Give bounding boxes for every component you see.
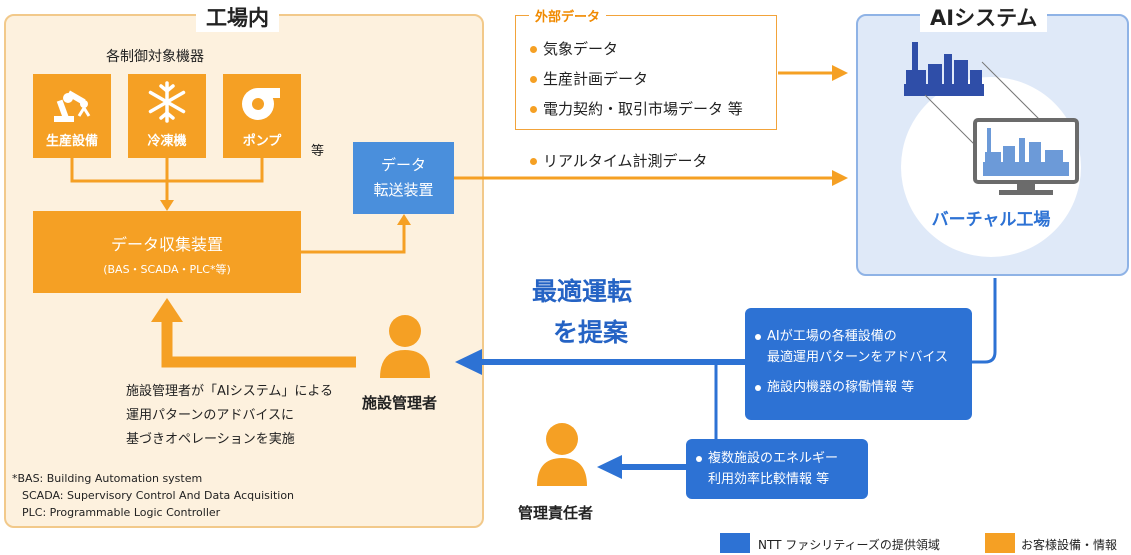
footnote: *BAS: Building Automation system SCADA: … bbox=[12, 472, 295, 519]
energy-line2: 利用効率比較情報 等 bbox=[708, 472, 830, 487]
equipment-label: 冷凍機 bbox=[147, 134, 187, 149]
factory-icon bbox=[904, 42, 984, 96]
facility-manager-label: 施設管理者 bbox=[362, 394, 438, 412]
legend-label-customer: お客様設備・情報 bbox=[1021, 538, 1118, 552]
data-collector-box: データ収集装置 (BAS・SCADA・PLC*等) bbox=[33, 211, 301, 293]
external-item: 生産計画データ bbox=[530, 68, 648, 89]
external-data-title: 外部データ bbox=[529, 6, 607, 25]
equipment-heading: 各制御対象機器 bbox=[106, 49, 204, 65]
equipment-label: 生産設備 bbox=[45, 134, 98, 149]
advice-item1-cont: 最適運用パターンをアドバイス bbox=[767, 350, 948, 365]
equipment-box-refrigerator: 冷凍機 bbox=[128, 74, 206, 158]
snowflake-icon bbox=[148, 81, 186, 123]
energy-info-box: 複数施設のエネルギー 利用効率比較情報 等 bbox=[686, 439, 868, 499]
data-collector-sub: (BAS・SCADA・PLC*等) bbox=[103, 263, 231, 276]
equipment-label: ポンプ bbox=[242, 134, 282, 149]
robot-arm-icon bbox=[54, 90, 91, 122]
advice-item2: 施設内機器の稼働情報 等 bbox=[755, 377, 948, 398]
advice-item1: AIが工場の各種設備の bbox=[755, 326, 948, 347]
external-item: 気象データ bbox=[530, 38, 618, 59]
facility-manager-icon bbox=[380, 315, 430, 378]
legend-label-ntt: NTT ファシリティーズの提供領域 bbox=[758, 538, 940, 552]
data-transfer-box: データ 転送装置 bbox=[353, 142, 454, 214]
equipment-etc: 等 bbox=[311, 144, 325, 159]
data-collector-title: データ収集装置 bbox=[110, 235, 223, 254]
realtime-data-label: リアルタイム計測データ bbox=[530, 150, 708, 171]
legend-swatch-ntt bbox=[720, 533, 750, 553]
legend-swatch-customer bbox=[985, 533, 1015, 553]
ai-system-title: AIシステム bbox=[920, 2, 1048, 32]
operation-note: 施設管理者が「AIシステム」による 運用パターンのアドバイスに 基づきオペレーシ… bbox=[126, 384, 333, 447]
responsible-manager-label: 管理責任者 bbox=[518, 504, 594, 522]
proposal-line1: 最適運転 bbox=[532, 277, 633, 306]
pump-icon bbox=[242, 88, 280, 120]
factory-title: 工場内 bbox=[196, 2, 279, 32]
energy-line1: 複数施設のエネルギー bbox=[696, 448, 838, 469]
data-transfer-line2: 転送装置 bbox=[373, 181, 434, 199]
advice-box: AIが工場の各種設備の 最適運用パターンをアドバイス 施設内機器の稼働情報 等 bbox=[745, 308, 972, 420]
external-data-box bbox=[515, 15, 777, 130]
proposal-line2: を提案 bbox=[553, 318, 629, 347]
equipment-box-pump: ポンプ bbox=[223, 74, 301, 158]
virtual-factory-label: バーチャル工場 bbox=[931, 210, 1051, 230]
responsible-manager-icon bbox=[537, 423, 587, 486]
data-transfer-line1: データ bbox=[380, 156, 426, 174]
equipment-box-production: 生産設備 bbox=[33, 74, 111, 158]
monitor-icon bbox=[973, 118, 1079, 195]
external-item: 電力契約・取引市場データ 等 bbox=[530, 98, 743, 119]
